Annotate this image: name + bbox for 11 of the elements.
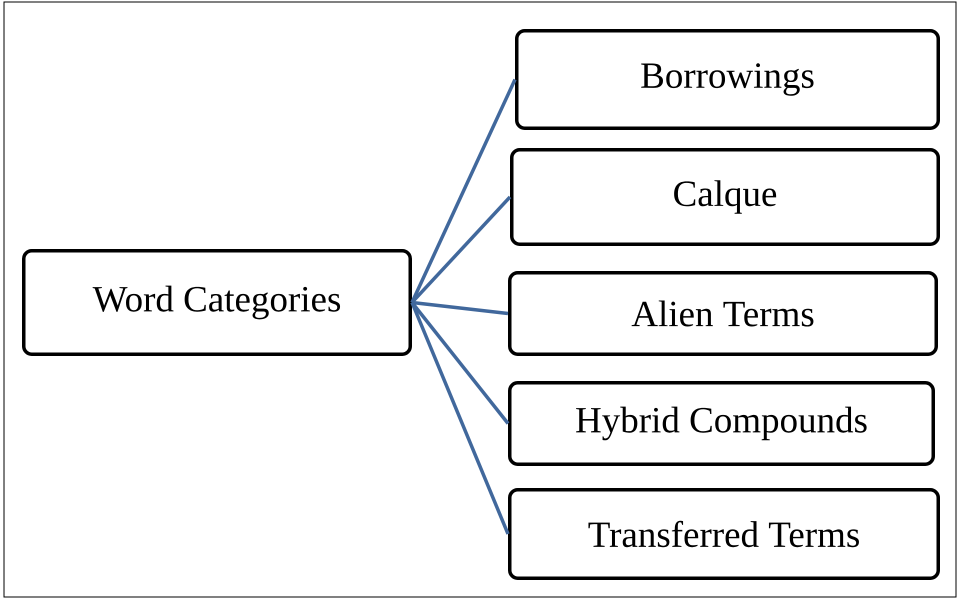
- connector-line: [410, 196, 512, 304]
- connector-line: [410, 302, 510, 535]
- category-box: Borrowings: [515, 29, 940, 130]
- connector-line: [412, 300, 508, 316]
- category-box: Word Categories: [22, 248, 412, 356]
- connector-line: [410, 301, 510, 425]
- category-box: Hybrid Compounds: [508, 381, 935, 466]
- category-box: Calque: [510, 148, 940, 246]
- category-box: Transferred Terms: [508, 488, 940, 580]
- connector-line: [410, 78, 517, 304]
- category-box: Alien Terms: [508, 271, 938, 356]
